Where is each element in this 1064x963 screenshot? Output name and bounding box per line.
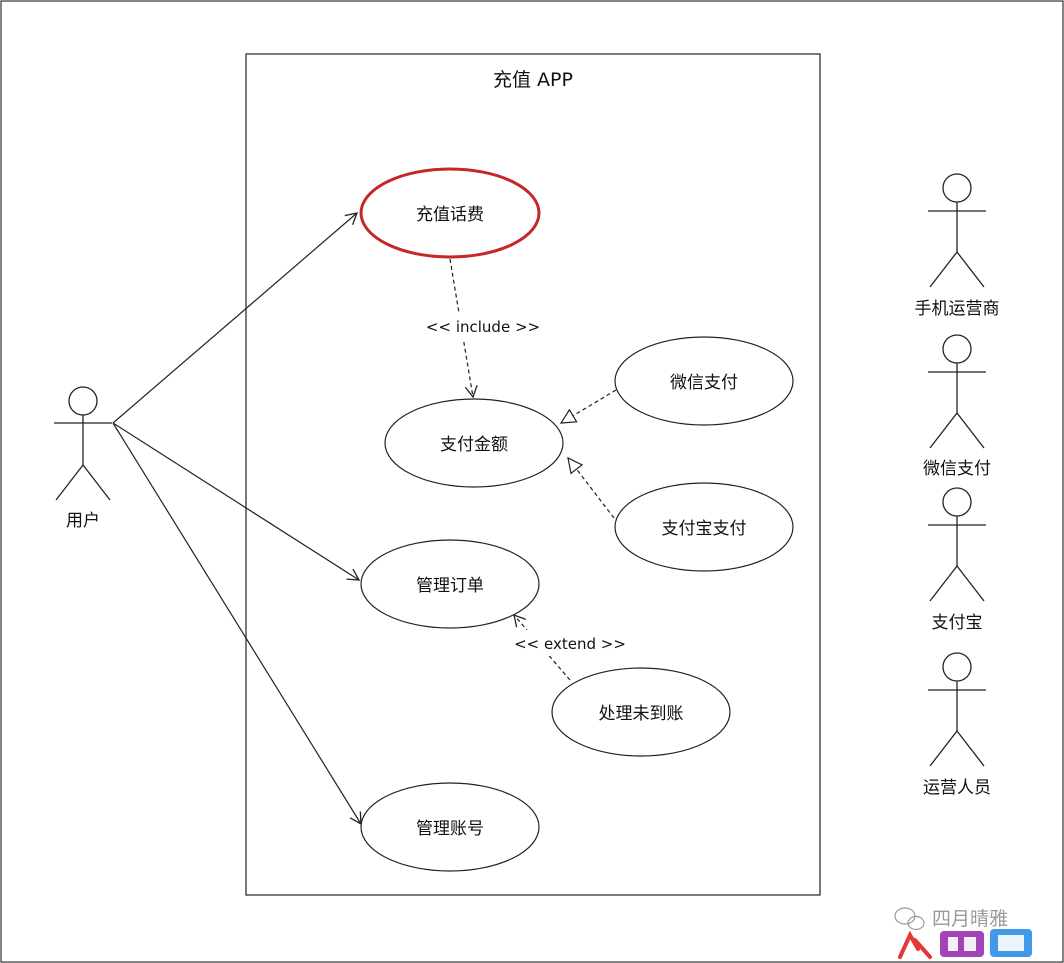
actor-user-label: 用户 bbox=[66, 511, 100, 531]
actor-user-head bbox=[68, 386, 98, 416]
use-case-alipay-pay: 支付宝支付 bbox=[614, 482, 794, 572]
use-case-manage-orders-ellipse bbox=[360, 539, 540, 629]
use-case-handle-unreceived-ellipse bbox=[551, 667, 731, 757]
actor-user-leg-right bbox=[82, 464, 111, 501]
actor-ops-staff-leg-left bbox=[929, 730, 958, 767]
generalization-wechat bbox=[559, 389, 617, 424]
extend-relation: << extend >> bbox=[513, 613, 627, 681]
generalizations bbox=[559, 389, 617, 519]
watermark: 四月晴雅 bbox=[894, 907, 1032, 959]
use-case-handle-unreceived: 处理未到账 bbox=[551, 667, 731, 757]
watermark-logo bbox=[898, 929, 1032, 959]
association-manage-orders bbox=[112, 422, 361, 581]
actor-ops-staff-leg-right bbox=[956, 730, 985, 767]
include-arrow bbox=[449, 258, 478, 399]
actor-operator-label: 手机运营商 bbox=[915, 299, 1000, 319]
include-label-bg bbox=[424, 313, 542, 339]
use-case-pay-amount: 支付金额 bbox=[384, 398, 564, 488]
use-case-manage-account-label: 管理账号 bbox=[416, 819, 484, 839]
actor-operator-leg-right bbox=[956, 251, 985, 288]
use-case-recharge-ellipse bbox=[359, 167, 541, 259]
actor-operator-head bbox=[942, 173, 972, 203]
actor-ops-staff-label: 运营人员 bbox=[923, 778, 991, 798]
use-case-recharge-label: 充值话费 bbox=[416, 205, 484, 225]
system-boundary: 充值 APP bbox=[245, 53, 821, 896]
actor-wechat-pay-label: 微信支付 bbox=[923, 459, 991, 479]
actor-operator-leg-left bbox=[929, 251, 958, 288]
actor-alipay-head bbox=[942, 487, 972, 517]
use-case-pay-amount-label: 支付金额 bbox=[440, 435, 508, 455]
actor-alipay-leg-left bbox=[929, 565, 958, 602]
actor-ops-staff-head bbox=[942, 652, 972, 682]
use-case-wechat-pay-ellipse bbox=[614, 336, 794, 426]
generalization-alipay bbox=[567, 456, 615, 519]
use-case-manage-account-ellipse bbox=[360, 782, 540, 872]
association-manage-account bbox=[112, 422, 362, 826]
system-title: 充值 APP bbox=[493, 69, 573, 91]
use-case-pay-amount-ellipse bbox=[384, 398, 564, 488]
actor-alipay-label: 支付宝 bbox=[932, 613, 983, 633]
include-relation: << include >> bbox=[424, 258, 542, 399]
association-recharge bbox=[112, 212, 359, 424]
extend-label-bg bbox=[513, 630, 627, 656]
actor-operator bbox=[928, 173, 986, 288]
actor-wechat-pay bbox=[928, 334, 986, 449]
actor-alipay bbox=[928, 487, 986, 602]
use-case-alipay-pay-ellipse bbox=[614, 482, 794, 572]
watermark-text: 四月晴雅 bbox=[932, 908, 1008, 930]
use-case-wechat-pay-label: 微信支付 bbox=[670, 373, 738, 393]
extend-label: << extend >> bbox=[514, 635, 626, 653]
use-case-manage-orders-label: 管理订单 bbox=[416, 576, 484, 596]
use-case-manage-account: 管理账号 bbox=[360, 782, 540, 872]
actor-wechat-pay-leg-right bbox=[956, 412, 985, 449]
use-case-manage-orders: 管理订单 bbox=[360, 539, 540, 629]
actor-alipay-leg-right bbox=[956, 565, 985, 602]
actor-wechat-pay-leg-left bbox=[929, 412, 958, 449]
actor-user bbox=[54, 386, 112, 501]
actor-ops-staff bbox=[928, 652, 986, 767]
use-case-wechat-pay: 微信支付 bbox=[614, 336, 794, 426]
system-boundary-box bbox=[245, 53, 821, 896]
use-case-handle-unreceived-label: 处理未到账 bbox=[599, 704, 684, 724]
actor-user-leg-left bbox=[55, 464, 84, 501]
include-label: << include >> bbox=[426, 318, 540, 336]
use-case-recharge: 充值话费 bbox=[359, 167, 541, 259]
associations bbox=[112, 212, 362, 826]
wechat-icon bbox=[894, 907, 925, 931]
actor-wechat-pay-head bbox=[942, 334, 972, 364]
use-case-alipay-pay-label: 支付宝支付 bbox=[662, 519, 747, 539]
